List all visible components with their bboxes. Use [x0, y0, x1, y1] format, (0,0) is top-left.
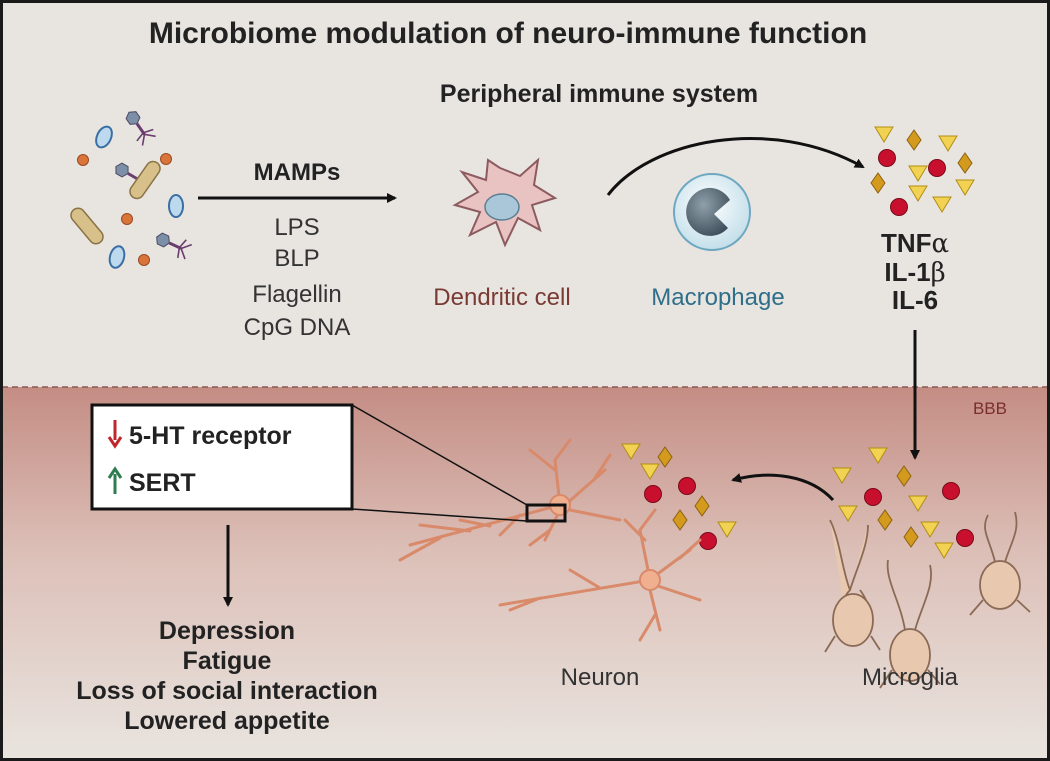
- dendritic-cell-label: Dendritic cell: [433, 284, 570, 311]
- receptor-line: 5-HT receptor: [129, 422, 292, 450]
- up-arrow-icon: [107, 466, 123, 494]
- outcome-item: Lowered appetite: [124, 707, 330, 735]
- outcome-item: Depression: [159, 617, 295, 645]
- neuron-soma: [639, 569, 661, 591]
- microglia-cells-icon: [824, 511, 1031, 689]
- cytokine-label: IL-6: [892, 285, 938, 315]
- outcome-item: Fatigue: [183, 647, 272, 675]
- zoom-line: [351, 508, 528, 522]
- cytokine-label: TNFα: [881, 228, 949, 259]
- neuron-label: Neuron: [561, 664, 640, 691]
- mamps-item: LPS: [274, 214, 319, 241]
- neuron-icon: [398, 438, 702, 642]
- dendritic-cell-icon: [452, 157, 558, 248]
- mamps-item: Flagellin: [252, 281, 341, 308]
- mamps-item: CpG DNA: [244, 314, 351, 341]
- alpha-symbol: α: [931, 229, 949, 259]
- beta-symbol: β: [931, 258, 946, 288]
- microglia-label: Microglia: [862, 664, 959, 691]
- peripheral-immune-label: Peripheral immune system: [440, 80, 758, 108]
- curved-arrow-to-cytokines: [606, 137, 865, 196]
- mamps-item: BLP: [274, 245, 319, 272]
- cytokine-label: IL-1β: [884, 257, 945, 288]
- outcome-item: Loss of social interaction: [76, 677, 377, 705]
- down-arrow-icon: [107, 420, 123, 449]
- sert-line: SERT: [129, 469, 196, 497]
- receptor-box: [90, 403, 354, 511]
- mamps-heading: MAMPs: [254, 159, 341, 186]
- bbb-label: BBB: [973, 399, 1007, 418]
- neuron-zoom-marker: [525, 503, 567, 523]
- diagram-title: Microbiome modulation of neuro-immune fu…: [149, 17, 867, 50]
- macrophage-label: Macrophage: [651, 284, 784, 311]
- macrophage-icon: [673, 173, 751, 251]
- zoom-line: [351, 404, 528, 506]
- curved-arrow-to-neuron: [731, 473, 835, 502]
